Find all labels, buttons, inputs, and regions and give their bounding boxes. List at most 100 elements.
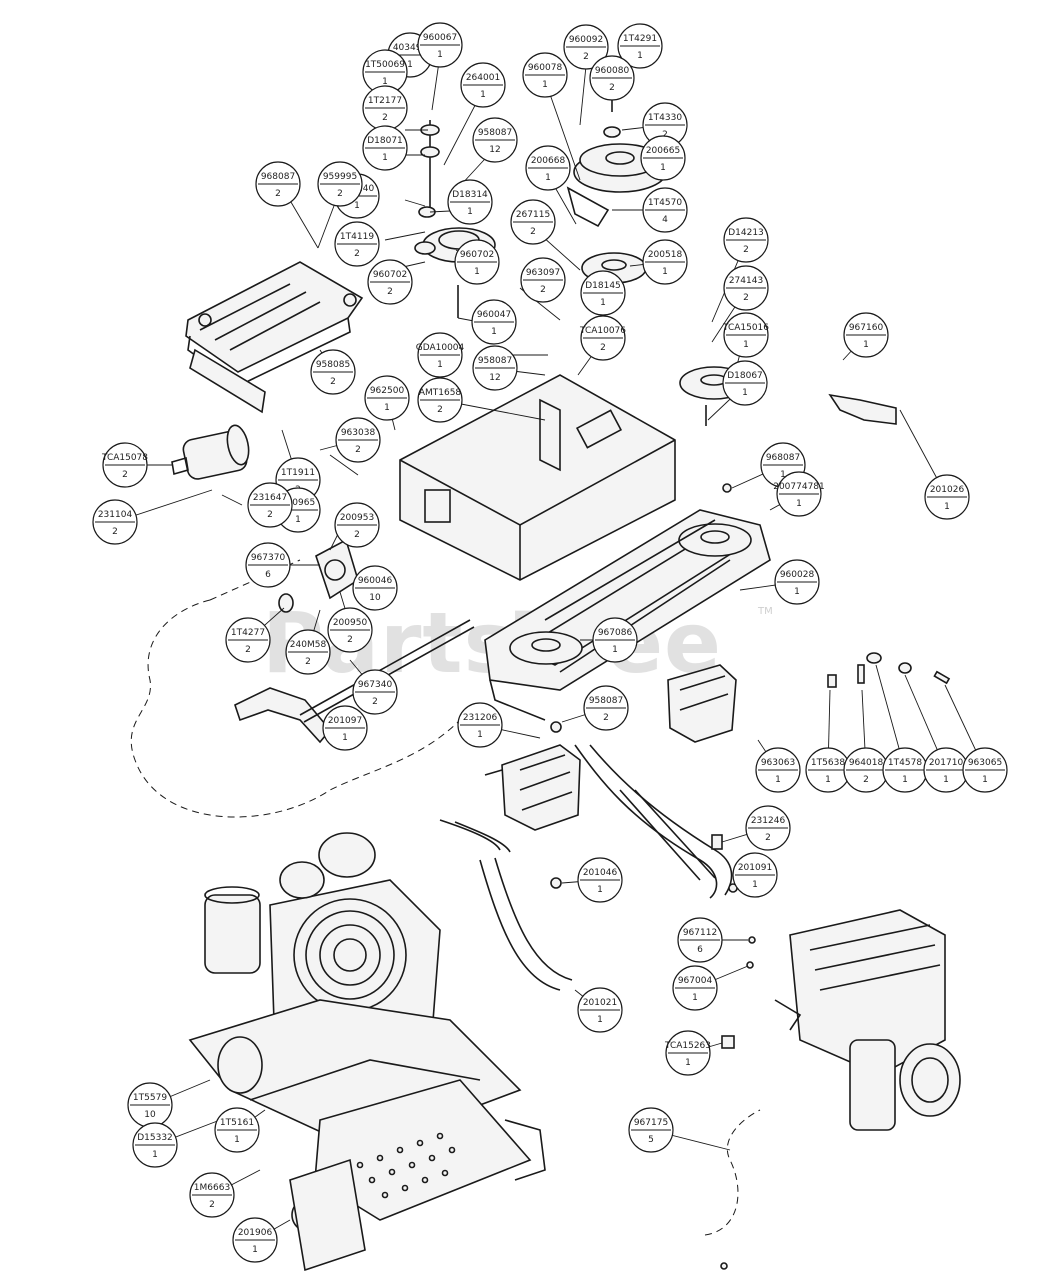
callout-part-number: 201097 bbox=[328, 716, 362, 726]
callout-quantity: 1 bbox=[152, 1150, 158, 1160]
callout-quantity: 1 bbox=[234, 1135, 240, 1145]
callout-quantity: 1 bbox=[863, 340, 869, 350]
engine-assembly bbox=[188, 832, 546, 1272]
callout-quantity: 1 bbox=[467, 207, 473, 217]
callout-quantity: 2 bbox=[355, 445, 361, 455]
seat-platform-assembly bbox=[185, 261, 364, 414]
callout-quantity: 2 bbox=[275, 189, 281, 199]
callout-group: 1T42911960092296008021T4330220066511T457… bbox=[92, 22, 1008, 1263]
callout-part-number: 968087 bbox=[766, 453, 800, 463]
callout-quantity: 1 bbox=[491, 327, 497, 337]
callout-part-number: GDA10004 bbox=[416, 343, 465, 353]
callout-quantity: 2 bbox=[305, 657, 311, 667]
callout-part-number: 200668 bbox=[531, 156, 566, 166]
callout-quantity: 1 bbox=[982, 775, 988, 785]
callout-quantity: 6 bbox=[265, 570, 271, 580]
callout-part-number: 967175 bbox=[634, 1118, 668, 1128]
callout-quantity: 2 bbox=[267, 510, 273, 520]
callout-960092: 960092 2 bbox=[563, 24, 609, 70]
callout-1t4330: 1T4330 2 bbox=[642, 102, 688, 148]
callout-gda10004: GDA10004 1 bbox=[416, 332, 465, 378]
callout-quantity: 10 bbox=[144, 1110, 156, 1120]
callout-part-number: 967340 bbox=[358, 680, 393, 690]
callout-quantity: 1 bbox=[542, 80, 548, 90]
callout-part-number: 240M58 bbox=[290, 640, 327, 650]
callout-quantity: 2 bbox=[530, 227, 536, 237]
callout-quantity: 1 bbox=[480, 90, 486, 100]
callout-part-number: 967160 bbox=[849, 323, 884, 333]
callout-part-number: 201046 bbox=[583, 868, 618, 878]
callout-part-number: 201091 bbox=[738, 863, 772, 873]
callout-quantity: 2 bbox=[765, 833, 771, 843]
callout-quantity: 2 bbox=[583, 52, 589, 62]
hydro-pump-right bbox=[667, 664, 737, 743]
callout-quantity: 1 bbox=[437, 50, 443, 60]
callout-part-number: 960702 bbox=[373, 270, 407, 280]
control-bracket bbox=[828, 393, 897, 425]
callout-quantity: 2 bbox=[354, 530, 360, 540]
callout-d18314: D18314 1 bbox=[447, 179, 493, 225]
callout-part-number: 274143 bbox=[729, 276, 763, 286]
callout-quantity: 1 bbox=[295, 515, 301, 525]
callout-quantity: 2 bbox=[347, 635, 353, 645]
callout-part-number: 963063 bbox=[761, 758, 795, 768]
callout-part-number: 967086 bbox=[598, 628, 633, 638]
callout-part-number: 960092 bbox=[569, 35, 603, 45]
callout-part-number: 1T4291 bbox=[623, 34, 657, 44]
callout-part-number: 201906 bbox=[238, 1228, 273, 1238]
callout-part-number: 1T5161 bbox=[220, 1118, 254, 1128]
callout-part-number: 1T4277 bbox=[231, 628, 265, 638]
callout-part-number: 1T4119 bbox=[340, 232, 374, 242]
main-frame bbox=[399, 374, 676, 581]
callout-200774781: 200774781 1 bbox=[773, 471, 825, 517]
callout-quantity: 2 bbox=[662, 130, 668, 140]
transaxle-assembly bbox=[774, 909, 961, 1131]
callout-part-number: TCA10076 bbox=[579, 326, 626, 336]
callout-quantity: 2 bbox=[245, 645, 251, 655]
callout-240m58: 240M58 2 bbox=[285, 629, 331, 675]
callout-201097: 201097 1 bbox=[322, 705, 368, 751]
callout-quantity: 1 bbox=[780, 470, 786, 480]
callout-quantity: 1 bbox=[600, 298, 606, 308]
callout-part-number: 1T4330 bbox=[648, 113, 682, 123]
callout-part-number: 1T4570 bbox=[648, 198, 682, 208]
callout-part-number: 200774781 bbox=[773, 482, 825, 492]
callout-quantity: 1 bbox=[437, 360, 443, 370]
callout-quantity: 2 bbox=[603, 713, 609, 723]
callout-part-number: D18145 bbox=[585, 281, 621, 291]
callout-quantity: 2 bbox=[330, 377, 336, 387]
callout-part-number: D18314 bbox=[452, 190, 488, 200]
callout-quantity: 1 bbox=[943, 775, 949, 785]
callout-part-number: 960047 bbox=[477, 310, 511, 320]
callout-part-number: 1T1911 bbox=[281, 468, 315, 478]
callout-quantity: 1 bbox=[354, 201, 360, 211]
callout-part-number: 200950 bbox=[333, 618, 368, 628]
callout-quantity: 1 bbox=[637, 51, 643, 61]
callout-quantity: 12 bbox=[489, 145, 500, 155]
callout-part-number: 964018 bbox=[849, 758, 884, 768]
callout-part-number: 201026 bbox=[930, 485, 965, 495]
callout-quantity: 1 bbox=[342, 733, 348, 743]
callout-quantity: 1 bbox=[796, 499, 802, 509]
callout-quantity: 1 bbox=[752, 880, 758, 890]
